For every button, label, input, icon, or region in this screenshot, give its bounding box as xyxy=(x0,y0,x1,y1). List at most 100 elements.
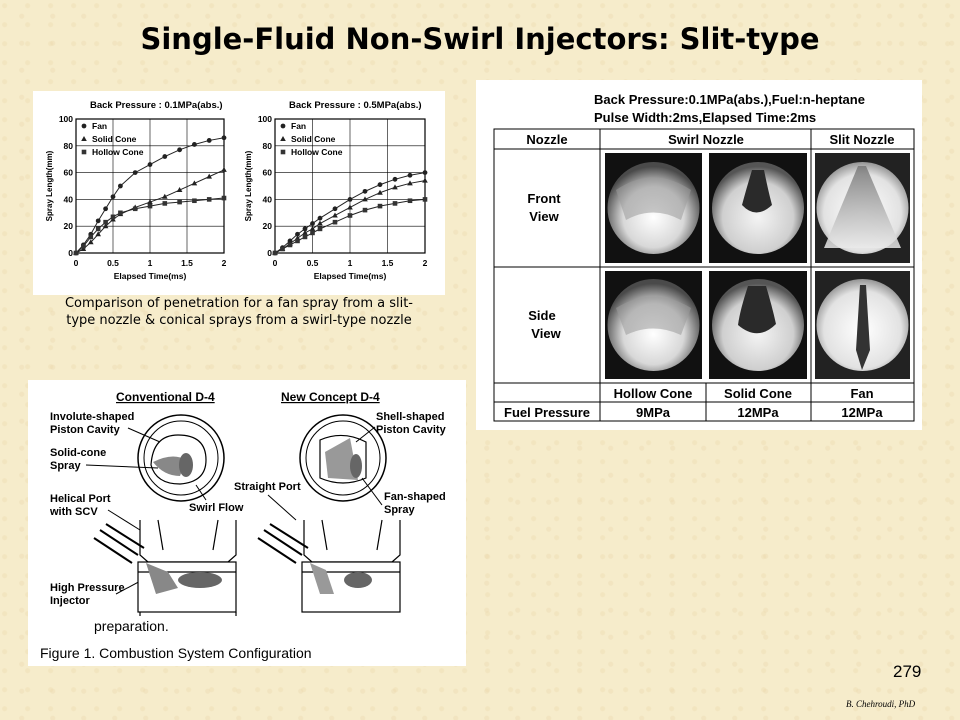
fuel-pressure-label: Fuel Pressure xyxy=(504,405,590,420)
data-point-solid-cone xyxy=(317,220,323,226)
caption-line-2: type nozzle & conical sprays from a swir… xyxy=(66,313,412,328)
label-involute-2: Piston Cavity xyxy=(50,424,121,436)
data-point-fan xyxy=(407,172,413,178)
data-point-fan xyxy=(206,138,212,143)
spray-comparison-table: Back Pressure:0.1MPa(abs.),Fuel:n-heptan… xyxy=(493,92,915,422)
figure-caption: Figure 1. Combustion System Configuratio… xyxy=(40,645,312,661)
row-side-label-1: Side xyxy=(528,308,555,323)
fuel-pressure-hollow: 9MPa xyxy=(636,405,671,420)
fuel-pressure-fan: 12MPa xyxy=(841,405,883,420)
conventional-title: Conventional D-4 xyxy=(116,390,215,404)
y-axis-label: Spray Length(mm) xyxy=(45,150,54,221)
front-fan-spray-image xyxy=(815,153,910,263)
caption-line-1: Comparison of penetration for a fan spra… xyxy=(64,296,413,311)
data-point-hollow-cone xyxy=(332,219,338,225)
label-helical-2: with SCV xyxy=(49,506,98,518)
side-solid-cone-image xyxy=(709,271,807,379)
label-high-pressure-2: Injector xyxy=(50,595,90,607)
legend-label-hollow-cone: Hollow Cone xyxy=(291,147,343,157)
col-nozzle: Nozzle xyxy=(526,132,567,147)
label-preparation: preparation. xyxy=(94,618,169,634)
x-tick-label: 0.5 xyxy=(107,258,119,268)
legend-marker-solid-cone xyxy=(280,136,286,141)
data-point-fan xyxy=(103,206,108,212)
data-point-hollow-cone xyxy=(377,203,383,209)
legend-label-hollow-cone: Hollow Cone xyxy=(92,147,144,157)
data-point-hollow-cone xyxy=(177,199,182,205)
x-tick-label: 1.5 xyxy=(181,258,193,268)
chart-1: Back Pressure : 0.1MPa(abs.)020406080100… xyxy=(45,100,227,281)
type-solid-cone: Solid Cone xyxy=(724,386,792,401)
data-point-hollow-cone xyxy=(88,234,94,240)
legend-marker-fan xyxy=(280,123,286,129)
conventional-solid-spray xyxy=(146,563,178,594)
col-swirl-nozzle: Swirl Nozzle xyxy=(668,132,744,147)
y-tick-label: 100 xyxy=(59,114,73,124)
data-point-hollow-cone xyxy=(192,198,197,204)
data-point-fan xyxy=(377,182,383,188)
label-solidcone-1: Solid-cone xyxy=(50,447,106,459)
side-fan-spray-image xyxy=(815,271,910,379)
charts-caption: Comparison of penetration for a fan spra… xyxy=(33,295,445,329)
chart-title: Back Pressure : 0.5MPa(abs.) xyxy=(289,100,422,111)
table-header-line-2: Pulse Width:2ms,Elapsed Time:2ms xyxy=(594,110,816,125)
y-tick-label: 60 xyxy=(64,168,74,178)
table-grid xyxy=(493,128,915,422)
y-tick-label: 20 xyxy=(64,221,74,231)
data-point-solid-cone xyxy=(176,187,183,193)
data-point-hollow-cone xyxy=(272,250,278,256)
data-point-fan xyxy=(132,170,138,175)
y-tick-label: 40 xyxy=(64,194,74,204)
data-point-solid-cone xyxy=(309,225,316,231)
label-shell-2: Piston Cavity xyxy=(376,424,447,436)
new-concept-piston-top-view xyxy=(299,414,387,502)
legend-marker-hollow-cone xyxy=(280,149,286,155)
data-point-hollow-cone xyxy=(317,226,323,232)
label-high-pressure-1: High Pressure xyxy=(50,582,125,594)
data-point-solid-cone xyxy=(302,229,308,235)
data-point-hollow-cone xyxy=(147,203,153,209)
data-point-fan xyxy=(392,176,398,182)
y-tick-label: 60 xyxy=(263,168,273,178)
data-point-solid-cone xyxy=(88,239,94,245)
type-fan: Fan xyxy=(850,386,873,401)
data-point-solid-cone xyxy=(422,177,428,183)
label-shell-1: Shell-shaped xyxy=(376,411,444,423)
data-point-fan xyxy=(177,147,183,153)
legend-label-solid-cone: Solid Cone xyxy=(92,134,137,144)
data-point-solid-cone xyxy=(147,199,153,205)
y-tick-label: 80 xyxy=(263,141,273,151)
y-tick-label: 80 xyxy=(64,141,74,151)
data-point-fan xyxy=(422,170,428,175)
new-concept-engine-section xyxy=(257,519,401,613)
legend-label-solid-cone: Solid Cone xyxy=(291,134,336,144)
slide-title: Single-Fluid Non-Swirl Injectors: Slit-t… xyxy=(140,22,820,56)
data-point-hollow-cone xyxy=(118,210,123,216)
fuel-pressure-solid: 12MPa xyxy=(737,405,779,420)
plot-frame xyxy=(75,118,225,254)
data-point-hollow-cone xyxy=(110,214,116,220)
data-point-solid-cone xyxy=(221,166,227,172)
legend-label-fan: Fan xyxy=(291,121,306,131)
x-axis-label: Elapsed Time(ms) xyxy=(114,271,187,281)
data-point-hollow-cone xyxy=(95,226,101,232)
combustion-system-diagram-panel: Conventional D-4 New Concept D-4 Involut… xyxy=(28,380,466,666)
x-tick-label: 1.5 xyxy=(382,258,394,268)
label-straight-port: Straight Port xyxy=(234,481,301,493)
data-point-hollow-cone xyxy=(407,198,413,204)
data-point-hollow-cone xyxy=(422,197,428,202)
y-tick-label: 0 xyxy=(68,248,73,258)
slide-number: 279 xyxy=(893,662,922,681)
x-tick-label: 2 xyxy=(423,258,428,268)
data-point-fan xyxy=(347,197,353,202)
legend-marker-hollow-cone xyxy=(81,149,87,155)
data-point-hollow-cone xyxy=(103,219,108,225)
data-point-hollow-cone xyxy=(347,213,353,218)
type-hollow-cone: Hollow Cone xyxy=(614,386,693,401)
new-concept-title: New Concept D-4 xyxy=(281,390,380,404)
data-point-fan xyxy=(192,142,197,147)
data-point-solid-cone xyxy=(332,212,338,218)
label-involute-1: Involute-shaped xyxy=(50,411,134,423)
row-side-label-2: View xyxy=(531,326,561,341)
